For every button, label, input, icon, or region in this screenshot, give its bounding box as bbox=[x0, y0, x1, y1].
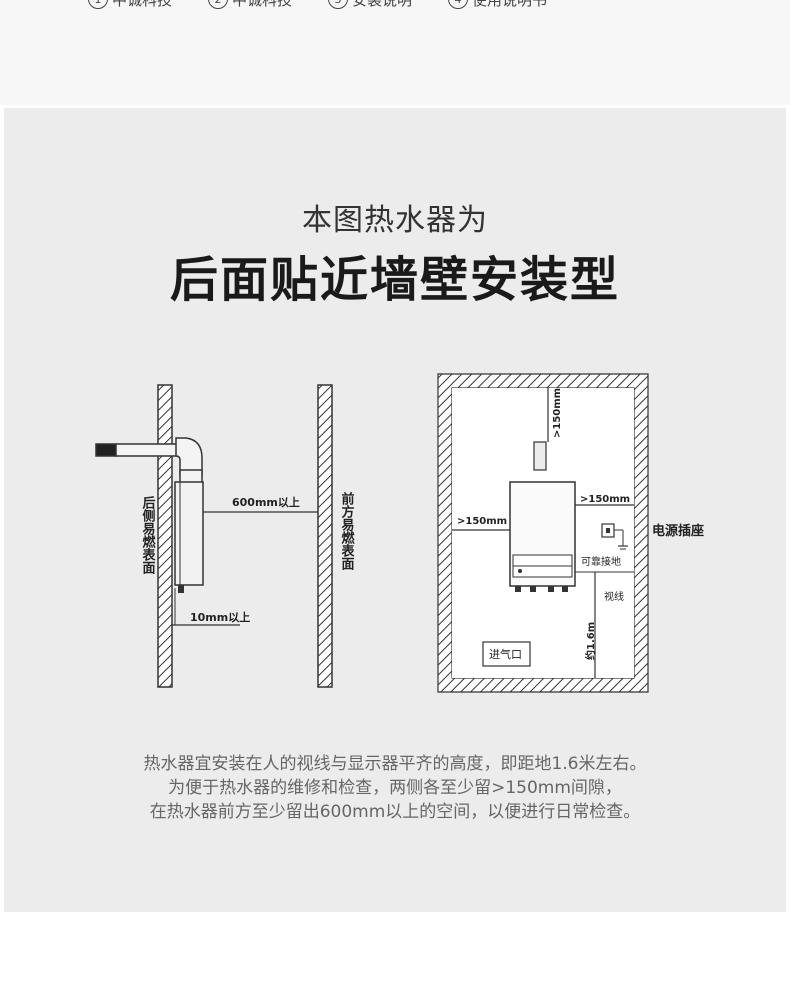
dim-height-1-6m: 约1.6m bbox=[584, 622, 597, 660]
tab-label-3: 安装说明 bbox=[352, 0, 412, 10]
tab-label-2: 中诚科技 bbox=[232, 0, 292, 10]
tab-number-4: 4 bbox=[448, 0, 469, 9]
heater-side bbox=[174, 481, 204, 586]
label-line-of-sight: 视线 bbox=[604, 590, 624, 603]
description-line-2: 为便于热水器的维修和检查，两侧各至少留>150mm间隙， bbox=[168, 778, 622, 798]
label-rear-wall: 后侧易燃表面 bbox=[140, 495, 157, 575]
tab-number-2: 2 bbox=[208, 0, 229, 9]
top-strip: 1 中诚科技 2 中诚科技 3 安装说明 4 使用说明书 bbox=[0, 0, 790, 105]
flue-top bbox=[533, 441, 547, 471]
title-line-1: 本图热水器为 bbox=[302, 203, 488, 238]
label-power-socket: 电源插座 bbox=[652, 523, 704, 539]
tab-number-3: 3 bbox=[328, 0, 349, 9]
rear-wall bbox=[157, 384, 173, 688]
content-panel bbox=[4, 108, 786, 912]
dim-top-150mm: >150mm bbox=[552, 388, 563, 438]
description: 热水器宜安装在人的视线与显示器平齐的高度，即距地1.6米左右。 为便于热水器的维… bbox=[0, 752, 790, 824]
air-inlet-box bbox=[482, 641, 531, 667]
description-line-1: 热水器宜安装在人的视线与显示器平齐的高度，即距地1.6米左右。 bbox=[143, 754, 647, 774]
description-line-3: 在热水器前方至少留出600mm以上的空间，以便进行日常检查。 bbox=[149, 802, 641, 822]
label-ground: 可靠接地 bbox=[581, 555, 621, 568]
installation-diagram: 600mm以上 10mm以上 后侧易燃表面 前方易燃表面 >150mm >150… bbox=[95, 373, 704, 693]
top-tab-1[interactable]: 1 中诚科技 bbox=[88, 0, 172, 10]
tab-label-1: 中诚科技 bbox=[112, 0, 172, 10]
tab-number-1: 1 bbox=[88, 0, 108, 9]
right-diagram: >150mm >150mm >150mm 电源插座 可靠接地 视线 约1.6m bbox=[437, 373, 704, 693]
dim-600mm: 600mm以上 bbox=[232, 495, 300, 509]
front-wall bbox=[317, 384, 333, 688]
dim-right-150mm: >150mm bbox=[580, 494, 630, 505]
dim-10mm: 10mm以上 bbox=[190, 610, 250, 624]
title-line-2: 后面贴近墙壁安装型 bbox=[169, 252, 620, 308]
left-diagram: 600mm以上 10mm以上 后侧易燃表面 前方易燃表面 bbox=[95, 384, 356, 688]
tab-label-4: 使用说明书 bbox=[472, 0, 547, 10]
dim-left-150mm: >150mm bbox=[457, 516, 507, 527]
top-tabs: 1 中诚科技 2 中诚科技 3 安装说明 4 使用说明书 bbox=[88, 0, 728, 10]
top-tab-3[interactable]: 3 安装说明 bbox=[328, 0, 412, 10]
label-front-wall: 前方易燃表面 bbox=[339, 491, 356, 571]
label-air-inlet: 进气口 bbox=[489, 647, 522, 661]
flue-pipe bbox=[95, 437, 203, 485]
top-tab-4[interactable]: 4 使用说明书 bbox=[448, 0, 547, 10]
top-tab-2[interactable]: 2 中诚科技 bbox=[208, 0, 292, 10]
